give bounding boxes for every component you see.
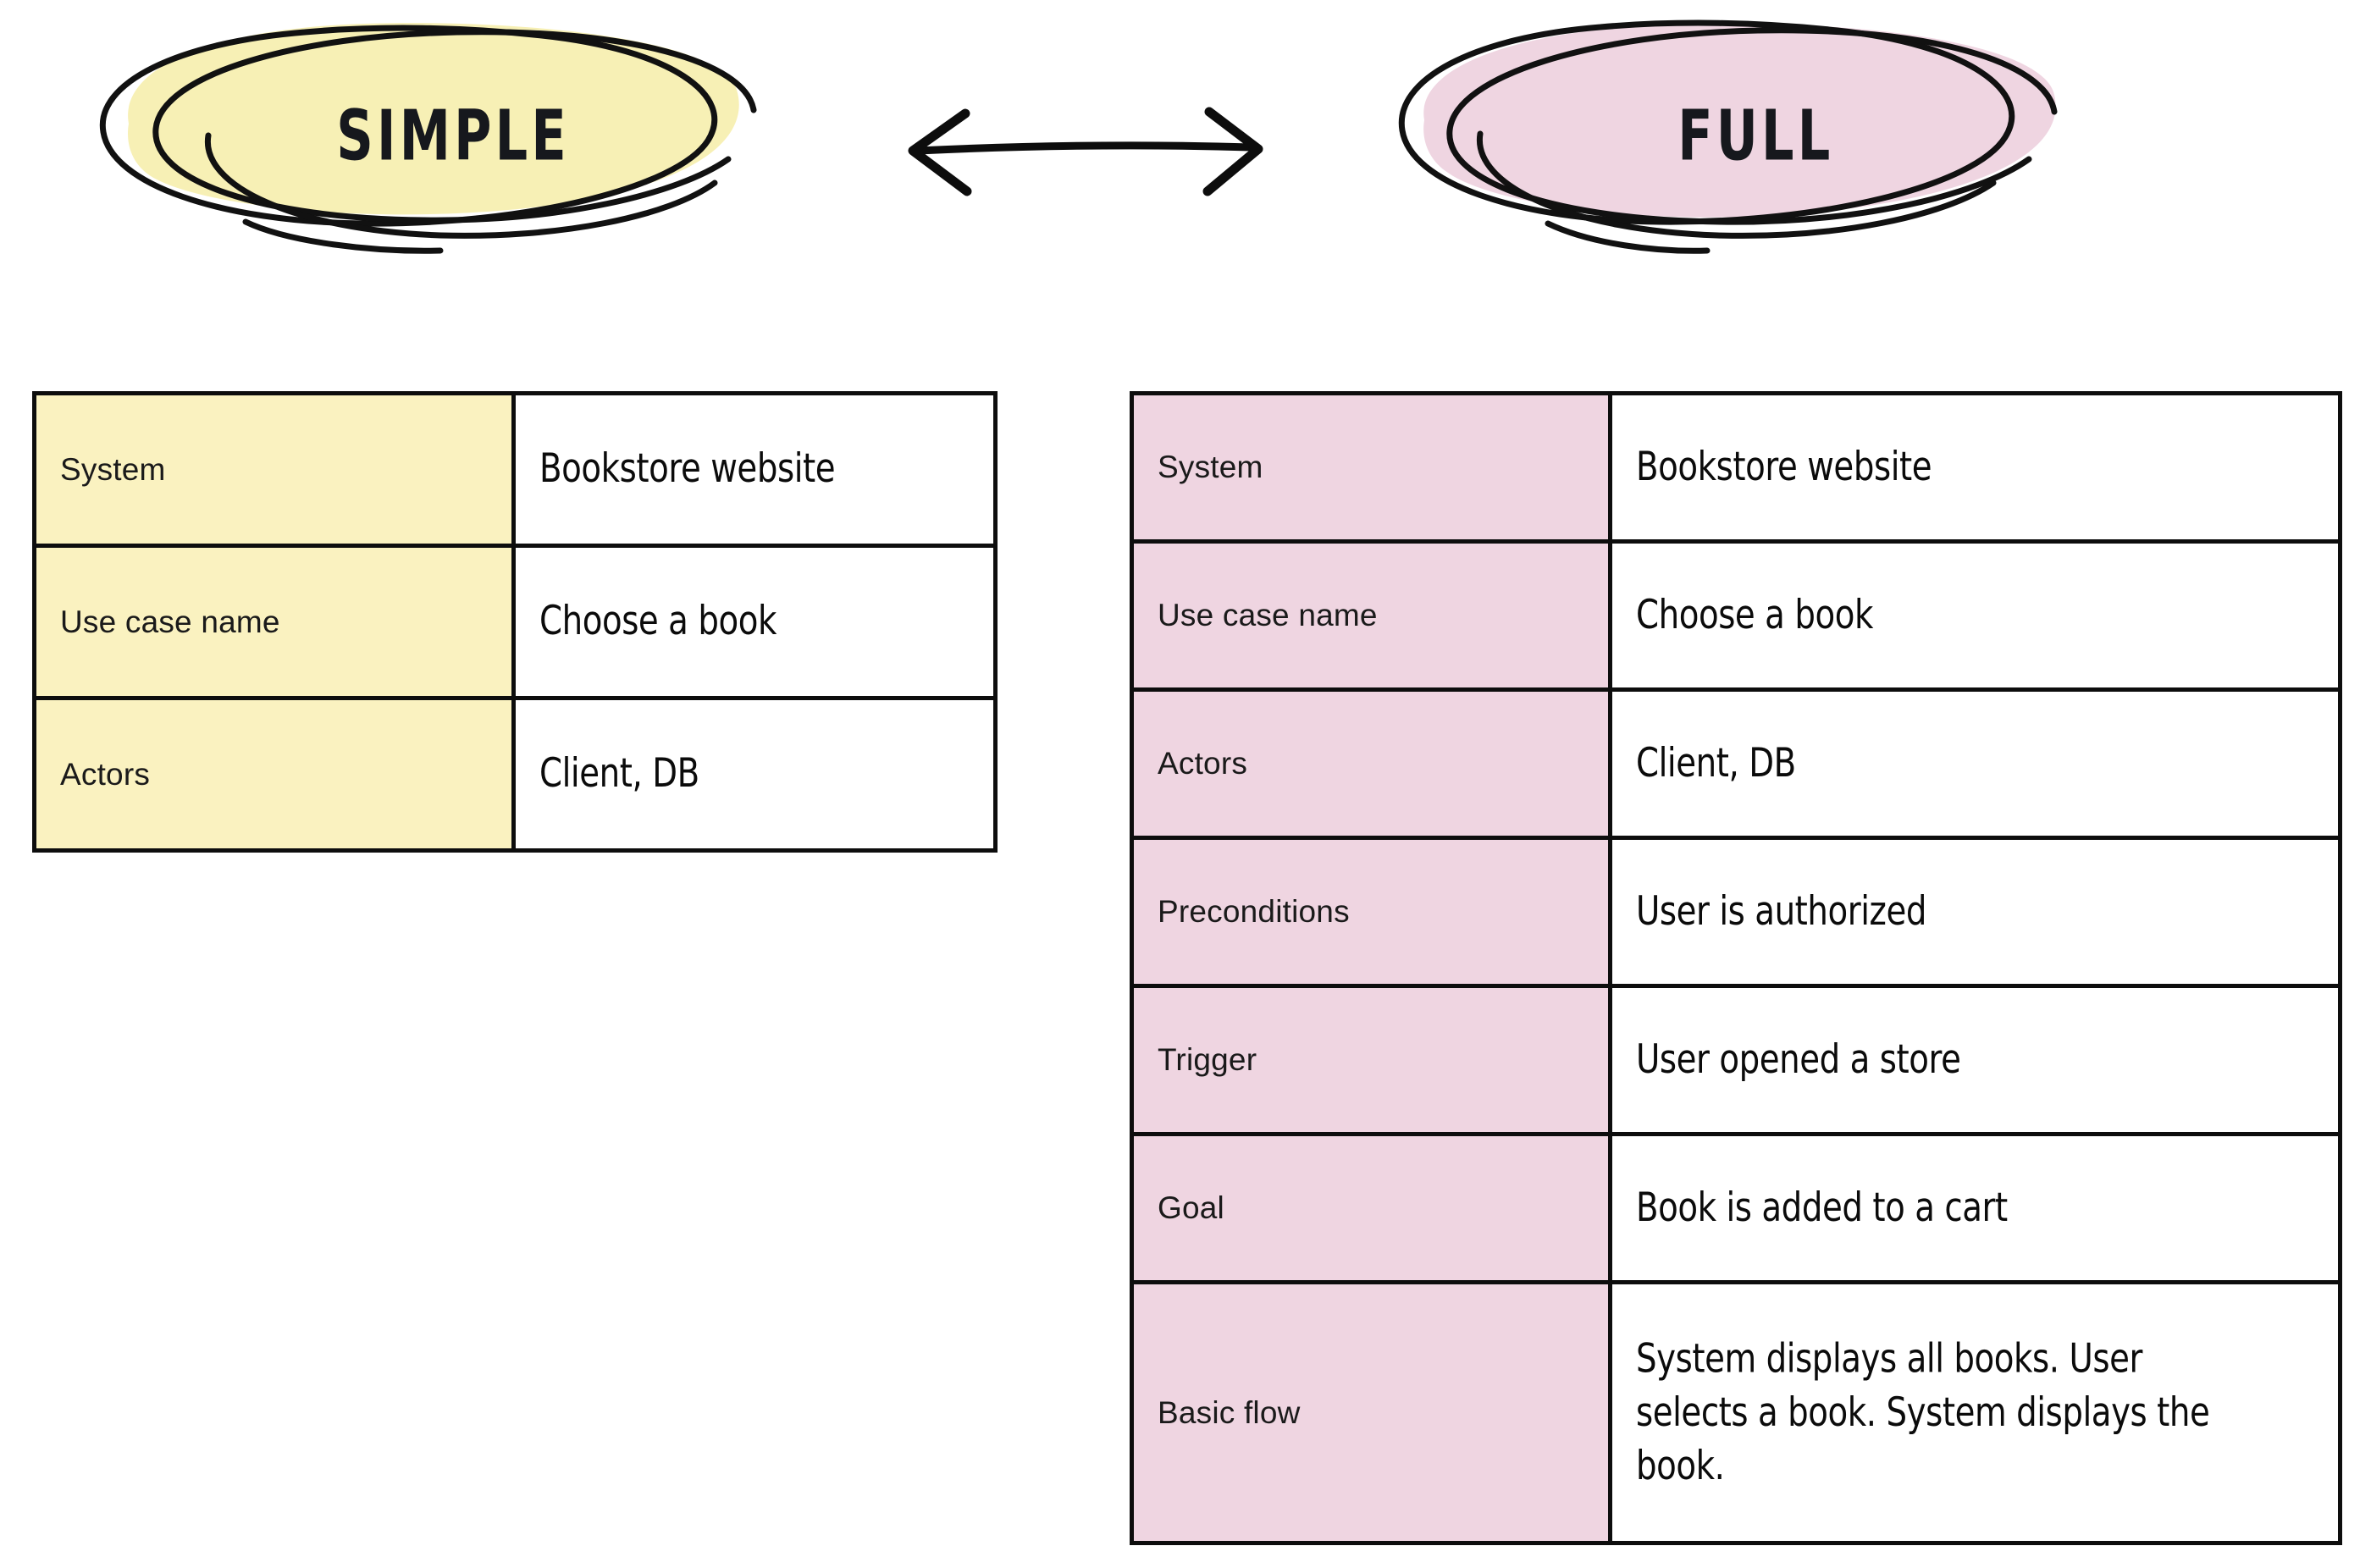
row-value-basic-flow-text: System displays all books. User selects … (1636, 1334, 2210, 1489)
row-value-preconditions-text: User is authorized (1636, 887, 1926, 935)
scribble-ellipse-inner (152, 29, 757, 224)
table-row: Preconditions User is authorized (1130, 836, 2342, 988)
row-value-basic-flow: System displays all books. User selects … (1608, 1280, 2342, 1545)
row-value-goal-text: Book is added to a cart (1636, 1184, 2008, 1231)
double-headed-arrow-icon (908, 107, 1263, 196)
highlighter-blob-yellow (128, 23, 739, 215)
badge-simple: SIMPLE (85, 8, 813, 262)
arrow-between-badges (872, 85, 1296, 220)
highlighter-blob-pink (1423, 23, 2056, 218)
row-value-system: Bookstore website (1608, 391, 2342, 544)
row-value-system-text: Bookstore website (539, 445, 836, 493)
row-label-trigger: Trigger (1130, 984, 1612, 1136)
use-case-table-full: System Bookstore website Use case name C… (1130, 391, 2342, 1545)
row-label-basic-flow: Basic flow (1130, 1280, 1612, 1545)
row-value-use-case-name: Choose a book (511, 544, 998, 700)
row-label-use-case-name: Use case name (1130, 539, 1612, 692)
row-value-use-case-name: Choose a book (1608, 539, 2342, 692)
use-case-table-simple: System Bookstore website Use case name C… (32, 391, 998, 853)
row-label-actors: Actors (1130, 687, 1612, 840)
row-value-use-case-name-text: Choose a book (1636, 591, 1873, 638)
table-row: Basic flow System displays all books. Us… (1130, 1280, 2342, 1545)
scribble-tail (204, 132, 718, 239)
table-row: Actors Client, DB (32, 696, 998, 853)
row-label-goal: Goal (1130, 1132, 1612, 1284)
scribble-tail-end (242, 218, 444, 254)
row-label-preconditions: Preconditions (1130, 836, 1612, 988)
table-row: Actors Client, DB (1130, 687, 2342, 840)
simple-badge-graphic (99, 23, 757, 254)
row-value-system: Bookstore website (511, 391, 998, 548)
table-row: Use case name Choose a book (32, 544, 998, 700)
table-row: Use case name Choose a book (1130, 539, 2342, 692)
scribble-tail (1476, 130, 1997, 239)
arrow-shaft (914, 141, 1256, 155)
table-row: System Bookstore website (1130, 391, 2342, 544)
row-label-system: System (32, 391, 516, 548)
badge-full: FULL (1389, 8, 2117, 262)
arrow-head-left (908, 108, 972, 196)
row-value-actors-text: Client, DB (539, 750, 699, 798)
table-row: Goal Book is added to a cart (1130, 1132, 2342, 1284)
row-value-actors: Client, DB (511, 696, 998, 853)
arrow-head-right (1202, 107, 1263, 196)
table-row: System Bookstore website (32, 391, 998, 548)
row-value-actors-text: Client, DB (1636, 739, 1796, 787)
row-value-trigger: User opened a store (1608, 984, 2342, 1136)
row-value-system-text: Bookstore website (1636, 443, 1932, 490)
row-label-system: System (1130, 391, 1612, 544)
row-value-use-case-name-text: Choose a book (539, 598, 777, 645)
row-value-goal: Book is added to a cart (1608, 1132, 2342, 1284)
full-badge-graphic (1398, 19, 2058, 254)
row-value-trigger-text: User opened a store (1636, 1035, 1961, 1083)
scribble-ellipse-inner (1446, 27, 2058, 225)
table-row: Trigger User opened a store (1130, 984, 2342, 1136)
row-label-actors: Actors (32, 696, 516, 853)
row-value-actors: Client, DB (1608, 687, 2342, 840)
row-label-use-case-name: Use case name (32, 544, 516, 700)
row-value-preconditions: User is authorized (1608, 836, 2342, 988)
scribble-tail-end (1545, 220, 1711, 254)
